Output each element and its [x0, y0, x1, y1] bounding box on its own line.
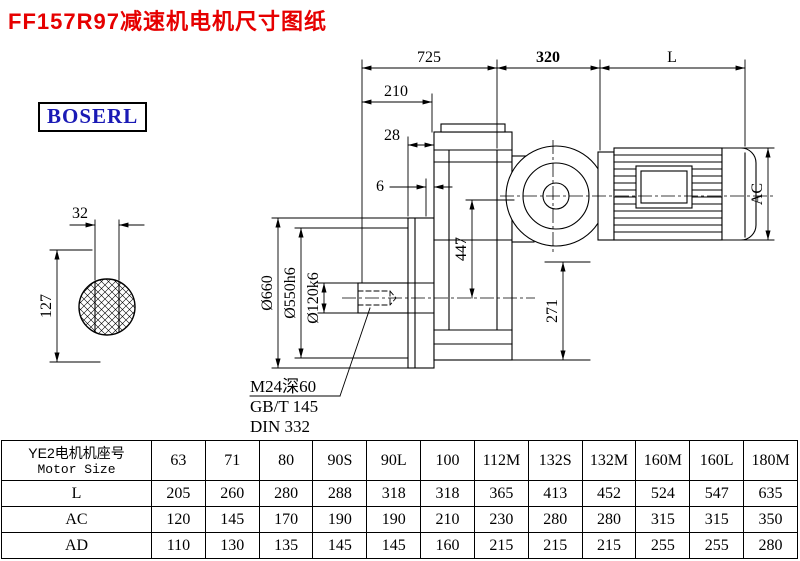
dim-660-label: Ø660	[259, 275, 276, 311]
value-cell: 547	[689, 480, 745, 507]
value-cell: 315	[635, 506, 691, 533]
page-title: FF157R97减速机电机尺寸图纸	[8, 9, 327, 34]
value-cell: 145	[204, 506, 260, 533]
technical-drawing: 725 320 L 210 28 6 32 127 Ø660 Ø550h6 Ø1…	[38, 49, 775, 436]
value-cell: 170	[258, 506, 314, 533]
value-cell: 365	[473, 480, 529, 507]
size-cell: 71	[204, 440, 260, 481]
size-cell: 80	[258, 440, 314, 481]
motor-size-header: YE2电机机座号 Motor Size	[1, 440, 152, 481]
dim-210-label: 210	[384, 83, 408, 100]
table-row-AC: AC 120 145 170 190 190 210 230 280 280 3…	[1, 506, 798, 533]
value-cell: 215	[473, 532, 529, 559]
value-cell: 315	[689, 506, 745, 533]
dimension-labels: 725 320 L 210 28 6 32 127 Ø660 Ø550h6 Ø1…	[38, 49, 766, 436]
gearbox-housing	[433, 123, 513, 361]
gb-standard-note: GB/T 145	[250, 397, 318, 416]
left-view-dimensions	[49, 219, 145, 363]
value-cell: 280	[581, 506, 637, 533]
size-cell: 90L	[366, 440, 422, 481]
value-cell: 255	[635, 532, 691, 559]
value-cell: 215	[581, 532, 637, 559]
size-cell: 63	[151, 440, 206, 481]
size-cell: 90S	[312, 440, 368, 481]
value-cell: 318	[366, 480, 422, 507]
mounting-flange	[407, 217, 435, 369]
center-lines	[342, 140, 775, 299]
value-cell: 190	[312, 506, 368, 533]
motor-size-header-en: Motor Size	[37, 461, 116, 477]
value-cell: 318	[420, 480, 475, 507]
value-cell: 145	[312, 532, 368, 559]
dim-32-label: 32	[72, 205, 88, 222]
dim-320-label: 320	[536, 49, 560, 66]
row-label: AC	[1, 506, 152, 533]
size-cell: 100	[420, 440, 475, 481]
size-cell: 160L	[689, 440, 745, 481]
table-row-AD: AD 110 130 135 145 145 160 215 215 215 2…	[1, 532, 798, 559]
dimension-table: YE2电机机座号 Motor Size 63 71 80 90S 90L 100…	[1, 440, 798, 559]
value-cell: 413	[527, 480, 583, 507]
value-cell: 350	[743, 506, 798, 533]
value-cell: 190	[366, 506, 422, 533]
value-cell: 135	[258, 532, 314, 559]
dim-120-label: Ø120k6	[305, 272, 322, 324]
value-cell: 288	[312, 480, 368, 507]
value-cell: 260	[204, 480, 260, 507]
motor-size-header-cn: YE2电机机座号	[28, 444, 125, 461]
size-cell: 132M	[581, 440, 637, 481]
dim-725-label: 725	[417, 49, 441, 66]
thread-note: M24深60	[250, 377, 316, 396]
size-cell: 112M	[473, 440, 529, 481]
value-cell: 280	[527, 506, 583, 533]
top-dimensions	[361, 59, 746, 284]
dim-127-label: 127	[38, 294, 55, 318]
dim-L-label: L	[667, 49, 677, 66]
value-cell: 120	[151, 506, 206, 533]
shaft-end-view	[78, 278, 136, 336]
value-cell: 452	[581, 480, 637, 507]
row-label: AD	[1, 532, 152, 559]
value-cell: 280	[258, 480, 314, 507]
value-cell: 110	[151, 532, 206, 559]
terminal-box	[635, 165, 693, 209]
dim-447-label: 447	[453, 237, 470, 261]
value-cell: 160	[420, 532, 475, 559]
value-cell: 255	[689, 532, 745, 559]
vertical-dimensions	[271, 147, 775, 369]
value-cell: 524	[635, 480, 691, 507]
value-cell: 230	[473, 506, 529, 533]
motor	[613, 147, 757, 241]
boserl-logo: BOSERL	[38, 102, 148, 132]
dim-6-label: 6	[376, 178, 384, 195]
size-cell: 160M	[635, 440, 691, 481]
value-cell: 205	[151, 480, 206, 507]
dim-AC-label: AC	[749, 183, 766, 205]
table-header-row: YE2电机机座号 Motor Size 63 71 80 90S 90L 100…	[1, 440, 798, 481]
value-cell: 215	[527, 532, 583, 559]
value-cell: 635	[743, 480, 798, 507]
size-cell: 180M	[743, 440, 798, 481]
value-cell: 210	[420, 506, 475, 533]
table-row-L: L 205 260 280 288 318 318 365 413 452 52…	[1, 480, 798, 507]
dim-271-label: 271	[544, 299, 561, 323]
value-cell: 280	[743, 532, 798, 559]
value-cell: 145	[366, 532, 422, 559]
din-standard-note: DIN 332	[250, 417, 310, 436]
dim-28-label: 28	[384, 127, 400, 144]
dim-550-label: Ø550h6	[282, 267, 299, 319]
thread-leader	[249, 307, 371, 397]
row-label: L	[1, 480, 152, 507]
size-cell: 132S	[527, 440, 583, 481]
value-cell: 130	[204, 532, 260, 559]
